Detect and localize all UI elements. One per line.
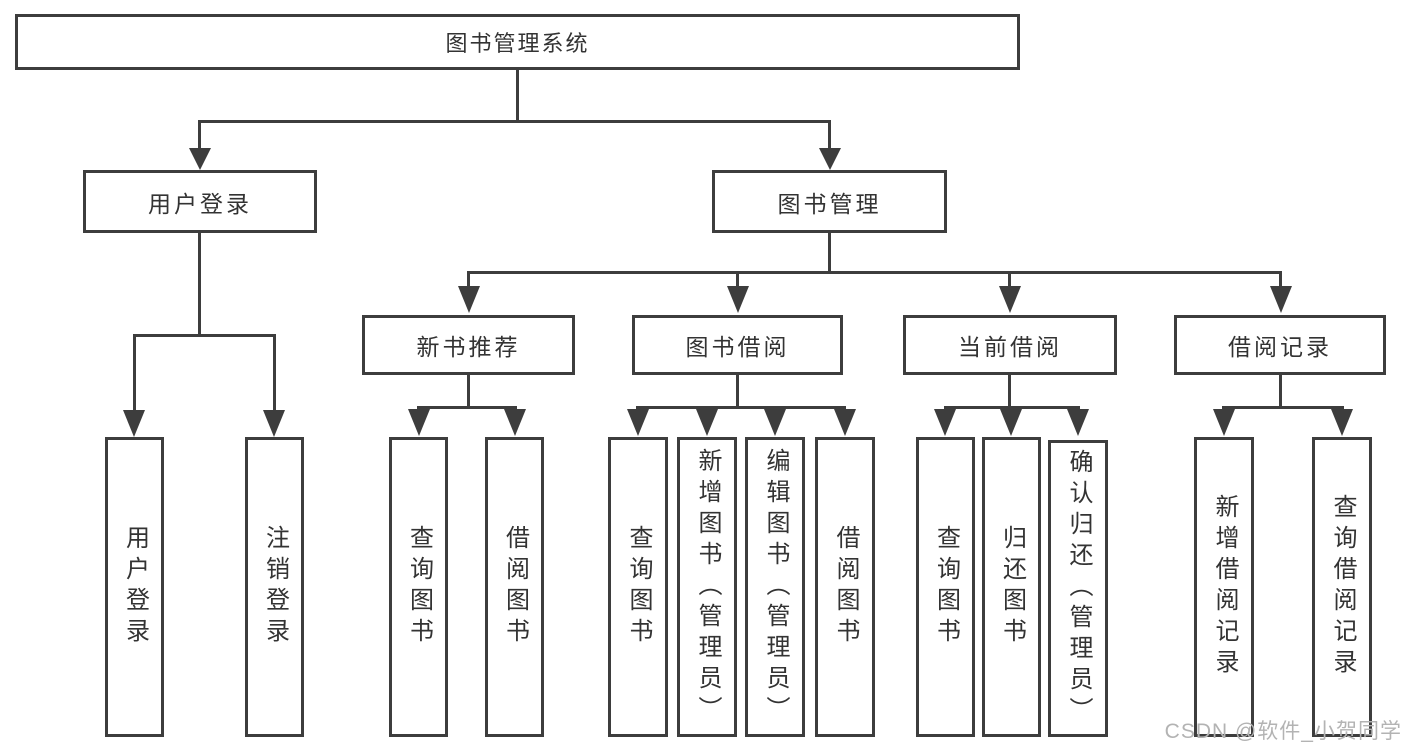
- arrowhead-down-icon: [834, 409, 856, 436]
- leaf-logout: 注销登录: [245, 437, 304, 737]
- arrowhead-down-icon: [1067, 409, 1089, 436]
- connector-line: [417, 406, 517, 409]
- leaf-label: 查询图书: [625, 525, 652, 649]
- connector-line: [736, 375, 739, 409]
- connector-line: [133, 334, 136, 411]
- leaf-label: 新增图书（管理员）: [694, 447, 721, 727]
- arrowhead-down-icon: [504, 409, 526, 436]
- arrowhead-down-icon: [934, 409, 956, 436]
- leaf-label: 借阅图书: [501, 525, 529, 649]
- leaf-edit-book-admin: 编辑图书（管理员）: [745, 437, 805, 737]
- arrowhead-down-icon: [189, 148, 211, 170]
- arrowhead-down-icon: [408, 409, 430, 436]
- arrowhead-down-icon: [1331, 409, 1353, 436]
- leaf-return-book: 归还图书: [982, 437, 1041, 737]
- leaf-label: 归还图书: [998, 525, 1026, 649]
- node-label: 当前借阅: [958, 334, 1062, 360]
- arrowhead-down-icon: [627, 409, 649, 436]
- leaf-label: 查询图书: [405, 525, 433, 649]
- leaf-label: 查询图书: [932, 525, 960, 649]
- arrowhead-down-icon: [458, 286, 480, 313]
- connector-line: [198, 120, 201, 150]
- arrowhead-down-icon: [1213, 409, 1235, 436]
- connector-line: [1008, 375, 1011, 409]
- node-label: 用户登录: [148, 190, 252, 217]
- node-label: 图书借阅: [685, 334, 790, 360]
- connector-line: [133, 334, 276, 337]
- connector-line: [944, 406, 1080, 409]
- arrowhead-down-icon: [123, 410, 145, 437]
- arrowhead-down-icon: [727, 286, 749, 313]
- node-book-borrow: 图书借阅: [632, 315, 843, 375]
- arrowhead-down-icon: [764, 409, 786, 436]
- connector-line: [1222, 406, 1344, 409]
- leaf-label: 编辑图书（管理员）: [762, 447, 789, 727]
- connector-line: [1008, 271, 1011, 288]
- connector-line: [273, 334, 276, 411]
- csdn-watermark: CSDN @软件_小贺同学: [1164, 720, 1402, 743]
- leaf-label: 注销登录: [261, 525, 289, 649]
- connector-line: [198, 120, 831, 123]
- arrowhead-down-icon: [1270, 286, 1292, 313]
- leaf-confirm-return-admin: 确认归还（管理员）: [1048, 440, 1108, 737]
- node-root-library-system: 图书管理系统: [15, 14, 1020, 70]
- leaf-query-book-borrow: 查询图书: [608, 437, 668, 737]
- leaf-label: 确认归还（管理员）: [1065, 449, 1092, 728]
- leaf-add-book-admin: 新增图书（管理员）: [677, 437, 737, 737]
- leaf-label: 查询借阅记录: [1329, 494, 1356, 680]
- node-user-login: 用户登录: [83, 170, 317, 233]
- connector-line: [736, 271, 739, 288]
- leaf-label: 新增借阅记录: [1211, 494, 1238, 680]
- node-label: 新书推荐: [416, 334, 521, 360]
- leaf-label: 借阅图书: [832, 525, 859, 649]
- arrowhead-down-icon: [819, 148, 841, 170]
- leaf-borrow-book: 借阅图书: [815, 437, 875, 737]
- arrowhead-down-icon: [263, 410, 285, 437]
- leaf-query-borrow-record: 查询借阅记录: [1312, 437, 1372, 737]
- leaf-borrow-book-recommend: 借阅图书: [485, 437, 544, 737]
- node-book-management: 图书管理: [712, 170, 947, 233]
- connector-line: [1279, 271, 1282, 288]
- connector-line: [828, 233, 831, 273]
- connector-line: [467, 271, 470, 288]
- connector-line: [516, 68, 519, 122]
- arrowhead-down-icon: [696, 409, 718, 436]
- connector-line: [636, 406, 846, 409]
- node-new-book-recommend: 新书推荐: [362, 315, 575, 375]
- node-label: 借阅记录: [1228, 334, 1332, 360]
- node-borrow-record: 借阅记录: [1174, 315, 1386, 375]
- leaf-label: 用户登录: [121, 525, 149, 649]
- connector-line: [467, 375, 470, 409]
- connector-line: [1279, 375, 1282, 409]
- connector-line: [198, 233, 201, 337]
- leaf-query-book-current: 查询图书: [916, 437, 975, 737]
- connector-line: [467, 271, 1282, 274]
- node-label: 图书管理系统: [445, 31, 590, 56]
- arrowhead-down-icon: [999, 286, 1021, 313]
- leaf-add-borrow-record: 新增借阅记录: [1194, 437, 1254, 737]
- node-current-borrow: 当前借阅: [903, 315, 1117, 375]
- arrowhead-down-icon: [1000, 409, 1022, 436]
- node-label: 图书管理: [777, 190, 882, 217]
- connector-line: [828, 120, 831, 150]
- leaf-user-login: 用户登录: [105, 437, 164, 737]
- leaf-query-book-recommend: 查询图书: [389, 437, 448, 737]
